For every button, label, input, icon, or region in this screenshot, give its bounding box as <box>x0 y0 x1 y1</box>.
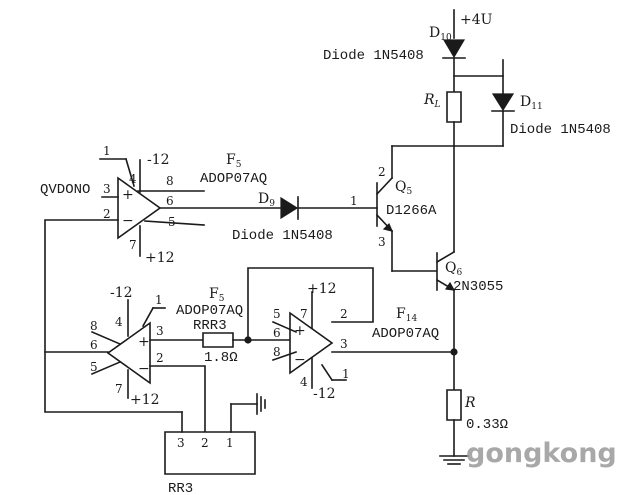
q6-ref: Q6 <box>445 260 462 278</box>
d11-value: Diode 1N5408 <box>510 122 611 138</box>
opamp-right-pin-6: 6 <box>273 326 281 340</box>
resistor-r-sense: R 0.33Ω <box>440 390 508 464</box>
d10-value: Diode 1N5408 <box>323 48 424 64</box>
opamp-right-minus: − <box>294 352 306 368</box>
opamp-left-pin-3: 3 <box>156 324 164 338</box>
opamp-left-pin-1: 1 <box>155 293 163 307</box>
opamp-left-pos-supply: +12 <box>130 392 160 408</box>
r-sense-ref: R <box>464 395 476 411</box>
q5-pin-c: 2 <box>378 165 386 179</box>
transistor-q5: Q5 D1266A 1 2 3 <box>350 146 454 271</box>
opamp-top-plus: + <box>122 187 134 203</box>
opamp-top-pos-supply: +12 <box>145 250 175 266</box>
opamp-top-neg-supply: -12 <box>147 152 170 168</box>
r-sense-value: 0.33Ω <box>466 417 508 433</box>
opamp-right-pos-supply: +12 <box>307 281 337 297</box>
q6-part: 2N3055 <box>453 279 503 295</box>
opamp-right: + − 7 +12 5 6 8 2 3 4 -12 1 F14 ADOP07AQ <box>273 281 457 402</box>
opamp-right-neg-supply: -12 <box>313 386 336 402</box>
connector-rr3: 3 2 1 RR3 <box>165 394 265 495</box>
opamp-left-pin-7: 7 <box>115 382 123 396</box>
opamp-top-part: ADOP07AQ <box>200 171 267 187</box>
d9-value: Diode 1N5408 <box>232 228 333 244</box>
opamp-left-pin-2: 2 <box>156 351 164 365</box>
opamp-left-minus: − <box>138 361 150 377</box>
opamp-left-plus: + <box>138 334 150 350</box>
opamp-top-pin-5: 5 <box>168 215 176 229</box>
rrr3-ref: RRR3 <box>193 318 227 334</box>
opamp-top-minus: − <box>122 213 134 229</box>
diode-d11: D11 Diode 1N5408 <box>454 60 611 146</box>
d11-ref: D11 <box>520 94 543 112</box>
rr3-pin-1: 1 <box>226 436 234 450</box>
supply-plus4u: +4U <box>454 10 493 38</box>
rrr3-value: 1.8Ω <box>204 350 238 366</box>
rr3-pin-2: 2 <box>201 436 209 450</box>
q5-pin-e: 3 <box>378 235 386 249</box>
opamp-right-ref: F14 <box>396 306 417 324</box>
opamp-right-pin-3: 3 <box>340 337 348 351</box>
opamp-left-ref: F5 <box>209 286 225 304</box>
opamp-right-pin-5: 5 <box>273 307 281 321</box>
resistor-rrr3: RRR3 1.8Ω <box>193 318 290 366</box>
q5-ref: Q5 <box>395 179 412 197</box>
diode-d10: D10 Diode 1N5408 <box>323 25 465 92</box>
opamp-right-pin-8: 8 <box>273 345 281 359</box>
opamp-top-pin-2: 2 <box>103 207 111 221</box>
rr3-ref: RR3 <box>168 481 193 495</box>
watermark: gongkong <box>466 438 617 469</box>
opamp-right-pin-7: 7 <box>300 307 308 321</box>
supply-plus4u-label: +4U <box>460 12 493 28</box>
opamp-top-pin-7: 7 <box>129 238 137 252</box>
opamp-right-pin-4: 4 <box>300 375 308 389</box>
rl-ref: RL <box>423 92 441 110</box>
opamp-top-pin-6: 6 <box>166 194 174 208</box>
opamp-left-pin-4: 4 <box>115 315 123 329</box>
opamp-right-part: ADOP07AQ <box>372 326 439 342</box>
opamp-top: + − 1 3 2 4 -12 8 6 5 7 +12 F5 ADOP07AQ … <box>40 144 267 266</box>
opamp-right-plus: + <box>294 323 306 339</box>
q5-pin-b: 1 <box>350 194 358 208</box>
opamp-right-pin-2: 2 <box>340 307 348 321</box>
opamp-left-pin-6: 6 <box>90 338 98 352</box>
qvdono-label: QVDONO <box>40 182 90 198</box>
d10-ref: D10 <box>429 25 452 43</box>
opamp-top-pin-3: 3 <box>103 182 111 196</box>
opamp-left-part: ADOP07AQ <box>176 303 243 319</box>
q5-part: D1266A <box>386 203 437 219</box>
opamp-top-pin-1: 1 <box>103 144 111 158</box>
opamp-left: + − 1 8 6 5 4 -12 7 +12 3 2 F5 ADOP07AQ <box>45 285 243 440</box>
opamp-left-pin-8: 8 <box>90 319 98 333</box>
opamp-left-pin-5: 5 <box>90 360 98 374</box>
rr3-pin-3: 3 <box>177 436 185 450</box>
opamp-top-pin-4: 4 <box>129 172 137 186</box>
d9-ref: D9 <box>258 191 275 209</box>
opamp-top-ref: F5 <box>226 152 242 170</box>
opamp-top-pin-8: 8 <box>166 174 174 188</box>
opamp-left-neg-supply: -12 <box>110 285 133 301</box>
transistor-q6: Q6 2N3055 <box>392 252 503 390</box>
opamp-right-pin-1: 1 <box>342 367 350 381</box>
diode-d9: D9 Diode 1N5408 <box>160 191 377 244</box>
resistor-rl: RL <box>423 92 461 252</box>
